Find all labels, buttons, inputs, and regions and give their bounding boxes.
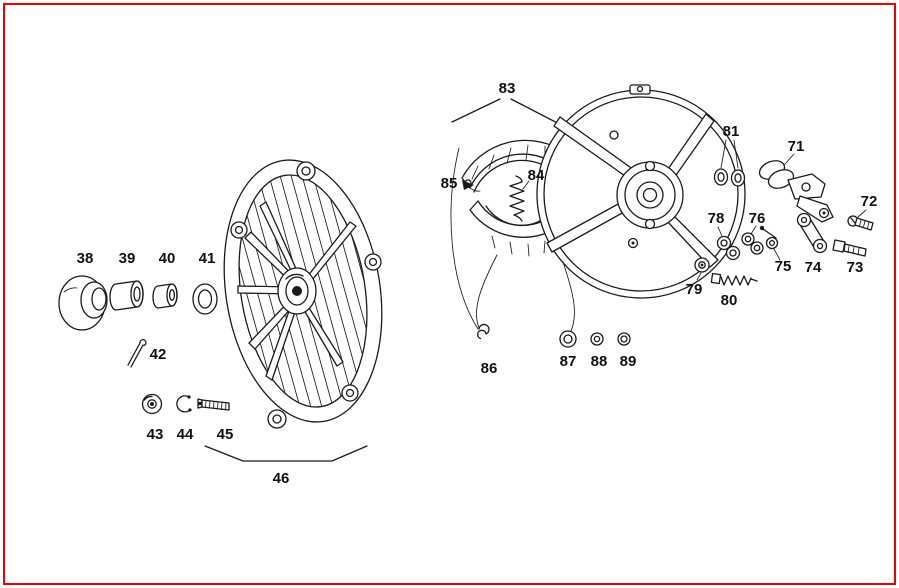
part-label-38: 38 [77, 250, 94, 267]
adjuster-screw-80 [710, 272, 758, 286]
return-spring-84 [509, 175, 525, 222]
washers-78 [716, 226, 741, 261]
bracket-46 [204, 445, 368, 462]
part-label-46: 46 [273, 470, 290, 487]
part-label-72: 72 [861, 193, 878, 210]
part-44-circlip-drawing [176, 395, 192, 413]
brake-cam-lever-71 [758, 153, 834, 223]
part-label-78: 78 [708, 210, 725, 227]
part-label-88: 88 [591, 353, 608, 370]
part-label-41: 41 [199, 250, 216, 267]
part-label-85: 85 [441, 175, 458, 192]
part-42-cotter-pin-drawing [127, 339, 147, 368]
leader-lines [450, 147, 575, 332]
washers-76 [741, 225, 764, 255]
backing-plate-drawing [536, 84, 746, 299]
part-label-73: 73 [847, 259, 864, 276]
part-label-45: 45 [217, 426, 234, 443]
o-rings-81 [713, 139, 746, 187]
part-label-71: 71 [788, 138, 805, 155]
part-label-74: 74 [805, 259, 822, 276]
part-38-hub-cover-drawing [58, 275, 108, 331]
wheel-hub-drawing [223, 159, 383, 429]
part-label-80: 80 [721, 292, 738, 309]
part-label-89: 89 [620, 353, 637, 370]
part-label-39: 39 [119, 250, 136, 267]
clip-85 [462, 180, 474, 190]
part-label-43: 43 [147, 426, 164, 443]
part-label-84: 84 [528, 167, 545, 184]
part-41-seal-ring-drawing [192, 283, 218, 315]
hub-hatching [223, 165, 383, 417]
screw-72 [847, 209, 874, 231]
part-label-79: 79 [686, 281, 703, 298]
part-40-spacer-drawing [152, 283, 178, 309]
part-label-87: 87 [560, 353, 577, 370]
part-label-86: 86 [481, 360, 498, 377]
spring-hook-86 [477, 323, 490, 340]
part-label-81: 81 [723, 123, 740, 140]
part-label-83: 83 [499, 80, 516, 97]
bracket-83 [451, 98, 568, 129]
link-74 [796, 212, 828, 254]
part-label-40: 40 [159, 250, 176, 267]
pin-washer-75 [759, 225, 781, 261]
part-label-42: 42 [150, 346, 167, 363]
part-45-stud-drawing [197, 398, 230, 411]
washers-87-88-89 [559, 330, 631, 348]
nut-79 [694, 257, 710, 281]
part-43-nut-drawing [141, 393, 163, 415]
part-label-44: 44 [177, 426, 194, 443]
part-label-75: 75 [775, 258, 792, 275]
part-39-bushing-drawing [109, 280, 144, 311]
part-labels: 38 39 40 41 42 43 44 45 46 83 84 85 86 8… [77, 80, 878, 487]
bolt-73 [832, 239, 867, 257]
part-label-76: 76 [749, 210, 766, 227]
